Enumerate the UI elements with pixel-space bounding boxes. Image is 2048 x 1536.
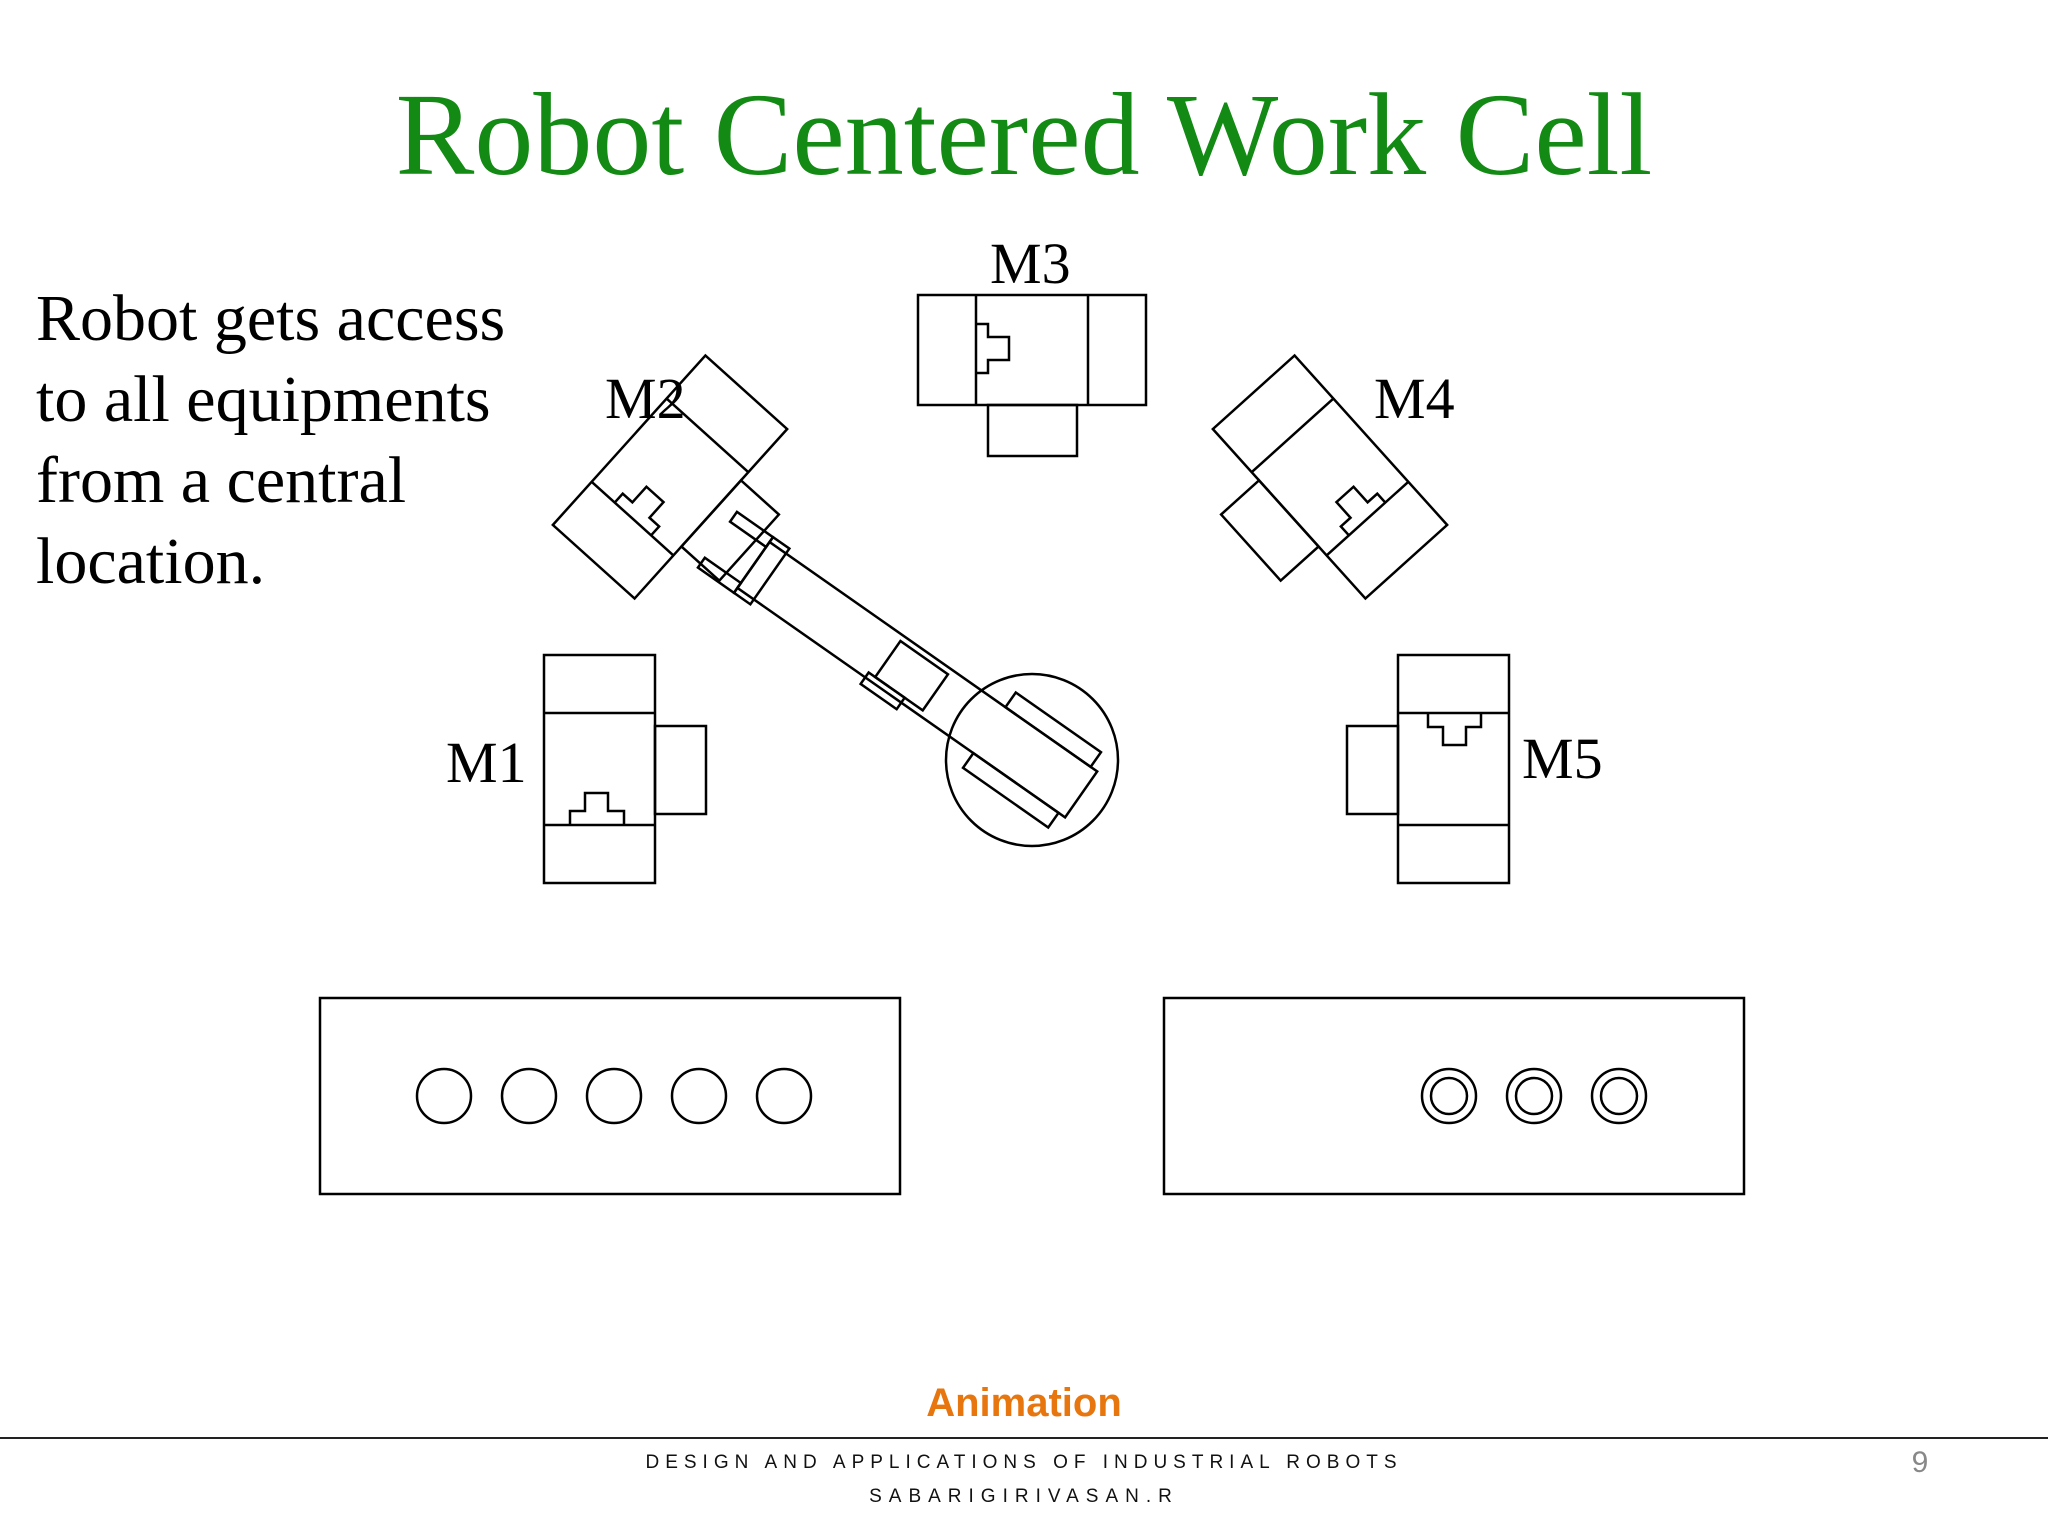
machine-label-m4: M4 xyxy=(1374,366,1455,431)
machine-m4 xyxy=(1211,353,1449,601)
description-line: from a central xyxy=(36,444,407,517)
machine-label-m2: M2 xyxy=(605,366,686,431)
footer-course-title: DESIGN AND APPLICATIONS OF INDUSTRIAL RO… xyxy=(645,1452,1403,1473)
description-line: Robot gets access xyxy=(36,282,506,355)
footer-author: SABARIGIRIVASAN.R xyxy=(869,1486,1179,1507)
input-conveyor xyxy=(318,996,902,1196)
description-line: location. xyxy=(36,525,266,598)
output-conveyor xyxy=(1162,996,1746,1196)
machine-label-m1: M1 xyxy=(446,730,527,795)
page-number: 9 xyxy=(1911,1446,1929,1479)
machine-m2 xyxy=(551,353,789,601)
machine-m1 xyxy=(542,653,708,885)
slide-title: Robot Centered Work Cell xyxy=(395,69,1653,200)
footer-divider xyxy=(0,1437,2048,1439)
description-line: to all equipments xyxy=(36,363,491,436)
slide-description: Robot gets access to all equipments from… xyxy=(36,278,636,602)
machine-m5 xyxy=(1345,653,1511,885)
robot-arm xyxy=(696,510,1120,848)
animation-link[interactable]: Animation xyxy=(926,1381,1122,1425)
machine-label-m5: M5 xyxy=(1522,726,1603,791)
machine-label-m3: M3 xyxy=(990,231,1071,296)
machine-m3 xyxy=(916,293,1148,458)
